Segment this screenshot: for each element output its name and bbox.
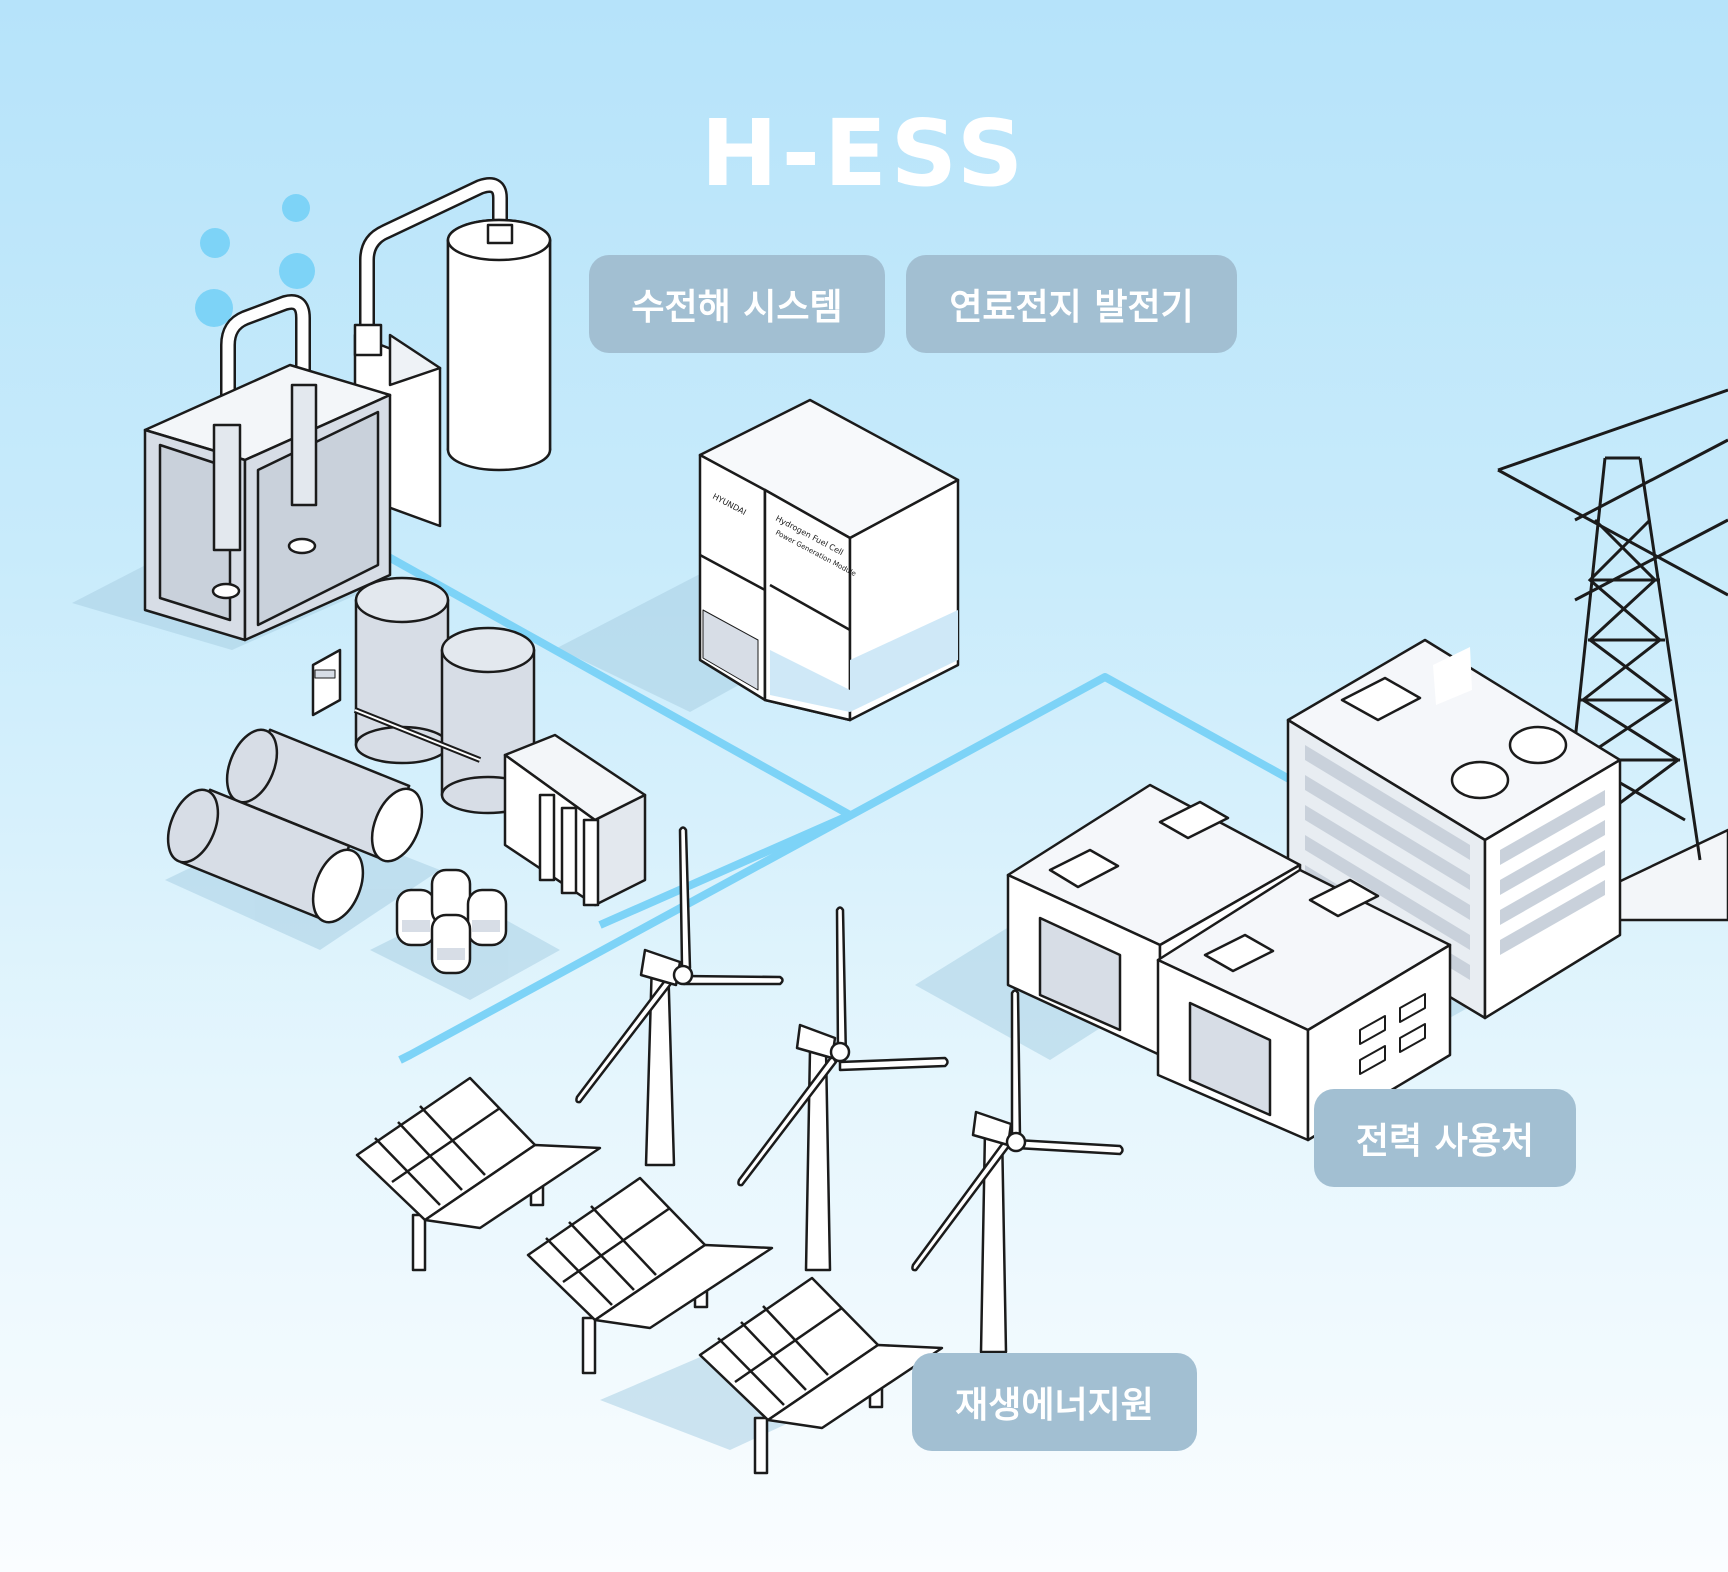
water-bottles [395,868,508,975]
connection-lines [383,551,1302,1064]
page-title: H-ESS [700,100,1028,207]
fuel-cell-generator-label: 연료전지 발전기 [906,255,1237,353]
hydrogen-bubbles [195,194,315,327]
fuel-cell-generator: HYUNDAI Hydrogen Fuel Cell Power Generat… [698,398,960,722]
power-consumer-label: 전력 사용처 [1314,1089,1576,1187]
renewable-energy-label: 재생에너지원 [912,1353,1197,1451]
wind-turbines [575,826,1124,1354]
electrolysis-system [143,177,552,642]
electrolysis-system-label: 수전해 시스템 [589,255,885,353]
buildings [1006,638,1622,1142]
solar-panels [355,1076,944,1475]
hydrogen-storage-tanks [166,576,647,975]
